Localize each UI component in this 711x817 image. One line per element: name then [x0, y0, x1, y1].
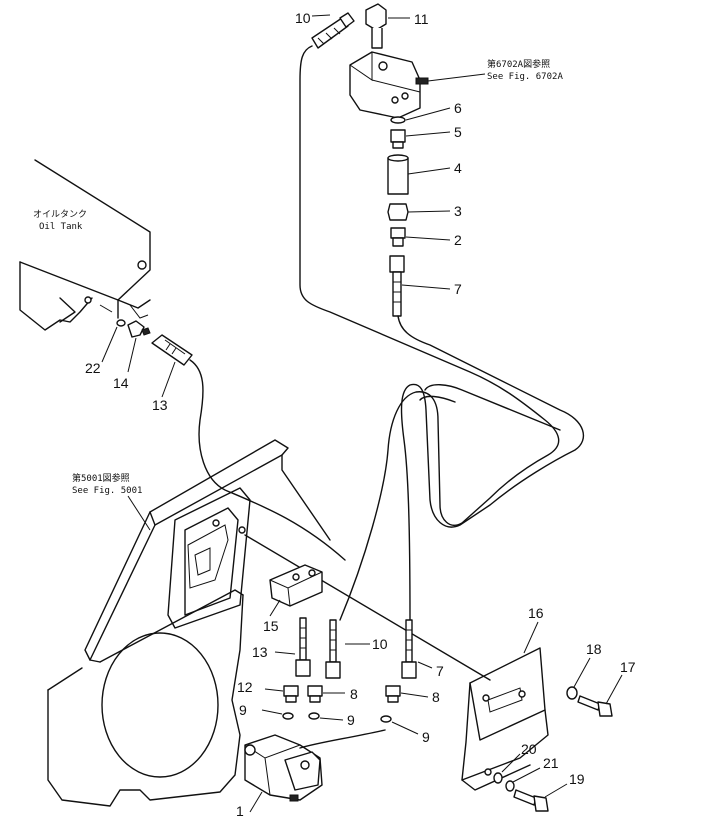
label-4: 4 [454, 160, 462, 176]
part-4-filter [387, 154, 409, 195]
label-10-bottom: 10 [372, 636, 388, 652]
label-19: 19 [569, 771, 585, 787]
label-10-top: 10 [295, 10, 311, 26]
part-10-hose-fitting-top [311, 12, 355, 49]
part-19-bolt [513, 789, 549, 812]
control-valve-block [349, 51, 429, 119]
label-20: 20 [521, 741, 537, 757]
label-13-bottom: 13 [252, 644, 268, 660]
label-15: 15 [263, 618, 279, 634]
part-11-elbow [365, 3, 387, 49]
part-21-washer [505, 780, 515, 792]
label-13-top: 13 [152, 397, 168, 413]
part-22-oring [116, 319, 126, 327]
part-20-washer [493, 772, 503, 784]
label-5: 5 [454, 124, 462, 140]
label-16: 16 [528, 605, 544, 621]
label-12: 12 [237, 679, 253, 695]
part-13-hose-fitting-top [151, 334, 193, 366]
hose-13-line [189, 359, 346, 561]
label-3: 3 [454, 203, 462, 219]
part-2-adapter [390, 227, 406, 247]
label-21: 21 [543, 755, 559, 771]
oil-tank-label-en: Oil Tank [39, 222, 83, 232]
part-15-block [269, 564, 323, 607]
label-9-c: 9 [422, 729, 430, 745]
part-9-oring-a [282, 712, 294, 720]
part-14-fitting [127, 320, 151, 338]
part-8-adapter-left [307, 685, 323, 703]
oil-tank [19, 159, 151, 331]
ref-5001-jp: 第5001図参照 [72, 472, 130, 484]
part-7-hose-fitting-bottom [401, 619, 417, 679]
part-3-nut [387, 203, 409, 221]
part-18-washer [566, 686, 578, 700]
label-14: 14 [113, 375, 129, 391]
label-8-right: 8 [432, 689, 440, 705]
hose-7-line [397, 315, 585, 621]
ref-5001-en: See Fig. 5001 [72, 486, 142, 496]
label-9-a: 9 [239, 702, 247, 718]
part-5-adapter [390, 129, 406, 149]
part-6-oring [390, 116, 406, 124]
part-9-oring-c [380, 715, 392, 723]
label-9-b: 9 [347, 712, 355, 728]
hose-10-line [299, 45, 560, 621]
label-2: 2 [454, 232, 462, 248]
part-7-hose-fitting-top [389, 255, 405, 317]
label-17: 17 [620, 659, 636, 675]
part-12-adapter [283, 685, 299, 703]
part-1-pump [244, 734, 323, 802]
ref-6702a-en: See Fig. 6702A [487, 72, 563, 82]
label-6: 6 [454, 100, 462, 116]
part-17-bolt [577, 695, 613, 717]
part-16-bracket [461, 647, 549, 791]
label-1: 1 [236, 803, 244, 817]
label-18: 18 [586, 641, 602, 657]
label-22: 22 [85, 360, 101, 376]
label-7-top: 7 [454, 281, 462, 297]
label-8-left: 8 [350, 686, 358, 702]
label-7-bottom: 7 [436, 663, 444, 679]
part-8-adapter-right [385, 685, 401, 703]
label-11: 11 [414, 11, 429, 27]
oil-tank-label-jp: オイルタンク [33, 209, 87, 220]
part-13-hose-fitting-bottom [295, 617, 311, 677]
part-10-hose-fitting-bottom [325, 619, 341, 679]
flywheel-housing [47, 439, 331, 807]
part-9-oring-b [308, 712, 320, 720]
ref-6702a-jp: 第6702A図参照 [487, 58, 550, 70]
